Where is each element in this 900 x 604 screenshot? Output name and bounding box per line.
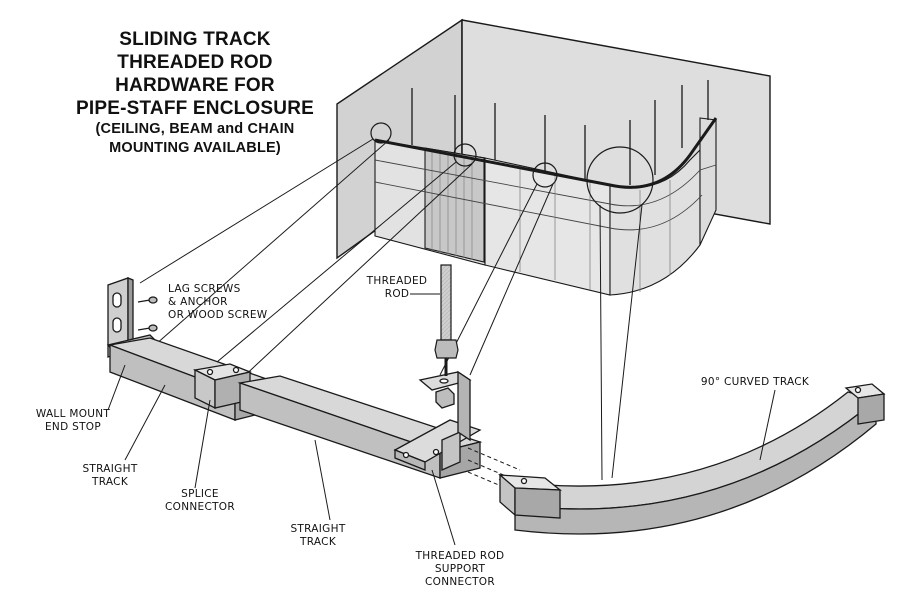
detail-leaders [139,138,643,481]
title-line-1: SLIDING TRACK [119,29,271,50]
label-straight-track-2: STRAIGHT TRACK [278,523,358,549]
label-line: LAG SCREWS [168,283,241,295]
label-line: THREADED [366,275,428,287]
curved-track [498,383,886,535]
title-line-2: THREADED ROD [117,52,273,73]
label-straight-track-1: STRAIGHT TRACK [70,463,150,489]
straight-track-2 [237,375,483,479]
enclosure-track [374,117,718,189]
label-wall-mount: WALL MOUNT END STOP [18,408,128,434]
curtain-panel-right [699,117,717,246]
title-line-3: HARDWARE FOR [115,75,275,96]
label-splice-connector: SPLICE CONNECTOR [150,488,250,514]
diagram-title: SLIDING TRACK THREADED ROD HARDWARE FOR … [50,28,340,158]
label-line: SPLICE [181,488,219,500]
label-line: TRACK [92,476,128,488]
label-leaders [107,293,776,546]
rod-support-connector [393,370,521,495]
title-sub-1: (CEILING, BEAM and CHAIN [95,121,295,137]
label-line: SUPPORT [434,563,486,575]
label-line: END STOP [45,421,101,433]
label-line: CONNECTOR [165,501,235,513]
label-rod-support-connector: THREADED ROD SUPPORT CONNECTOR [400,550,520,589]
label-line: WALL MOUNT [35,408,111,420]
detail-circle-rod [532,162,558,188]
label-curved-track: 90° CURVED TRACK [690,376,820,389]
lag-screw-icon [137,296,158,332]
label-line: CONNECTOR [425,576,495,588]
curtain-gathered [424,147,485,263]
threaded-rod [434,264,459,376]
detail-circle-curve [586,146,654,214]
label-threaded-rod: THREADED ROD [362,275,432,301]
ceiling-rods [411,80,709,185]
label-line: TRACK [300,536,336,548]
detail-circle-splice [453,143,477,167]
label-line: & ANCHOR [168,296,228,308]
label-line: OR WOOD SCREW [168,309,268,321]
label-line: STRAIGHT [290,523,346,535]
detail-circle-wall [370,122,392,144]
title-line-4: PIPE-STAFF ENCLOSURE [76,98,314,119]
title-sub-2: MOUNTING AVAILABLE) [109,140,281,156]
label-line: STRAIGHT [82,463,138,475]
label-line: ROD [384,288,410,300]
detail-circles [370,122,654,214]
label-line: THREADED ROD [415,550,505,562]
label-lag-screws: LAG SCREWS & ANCHOR OR WOOD SCREW [168,283,267,322]
curtain-enclosure [374,117,718,296]
label-line: 90° CURVED TRACK [700,376,810,388]
